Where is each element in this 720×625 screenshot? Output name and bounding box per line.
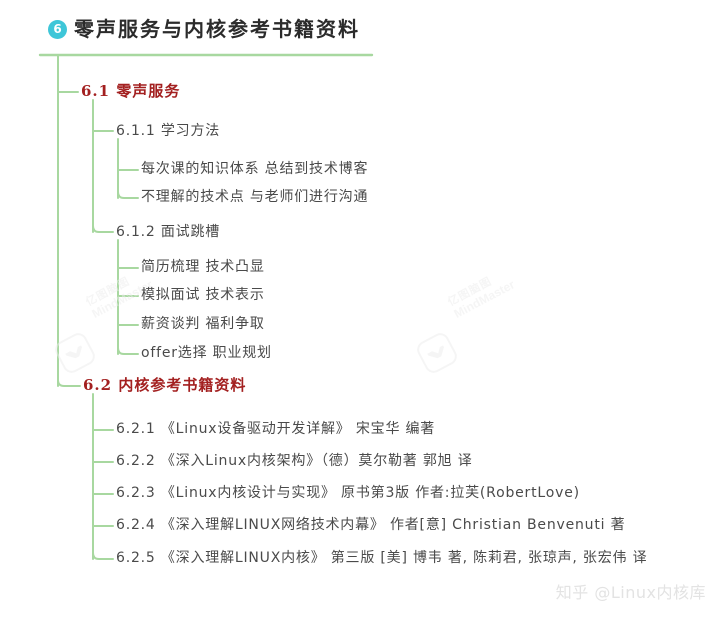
node-book-6-2-5[interactable]: 6.2.5 《深入理解LINUX内核》 第三版 [美] 博韦 著, 陈莉君, 张…	[116, 550, 648, 566]
root-badge: 6	[48, 19, 67, 39]
node-book-6-2-1[interactable]: 6.2.1 《Linux设备驱动开发详解》 宋宝华 编著	[116, 421, 436, 437]
node-leaf-6-1-1-1[interactable]: 每次课的知识体系 总结到技术博客	[141, 161, 369, 177]
node-leaf-6-1-1-2[interactable]: 不理解的技术点 与老师们进行沟通	[141, 189, 369, 205]
watermark-zhihu: 知乎 @Linux内核库	[555, 583, 706, 602]
watermark-line-1: 亿图脑图	[446, 275, 495, 309]
node-book-6-2-3[interactable]: 6.2.3 《Linux内核设计与实现》 原书第3版 作者:拉芙(RobertL…	[116, 485, 580, 501]
watermark-line-1: 亿图脑图	[84, 275, 133, 309]
node-leaf-6-1-2-4[interactable]: offer选择 职业规划	[141, 345, 272, 361]
node-book-6-2-4[interactable]: 6.2.4 《深入理解LINUX网络技术内幕》 作者[意] Christian …	[116, 517, 626, 533]
watermark-line-2: MindMaster	[451, 276, 517, 321]
node-leaf-6-1-2-1[interactable]: 简历梳理 技术凸显	[141, 259, 265, 275]
root-label: 零声服务与内核参考书籍资料	[74, 17, 360, 41]
watermark-mindmaster-right: 亿图脑图 MindMaster	[414, 275, 540, 376]
mindmaster-logo-icon	[414, 330, 460, 376]
mindmaster-logo-icon	[52, 330, 98, 376]
node-topic-6-1-1[interactable]: 6.1.1 学习方法	[116, 123, 221, 139]
node-topic-6-1-2[interactable]: 6.1.2 面试跳槽	[116, 224, 221, 240]
mindmaster-watermark-text: 亿图脑图 MindMaster	[446, 267, 517, 322]
node-book-6-2-2[interactable]: 6.2.2 《深入Linux内核架构》（德）莫尔勒著 郭旭 译	[116, 453, 473, 469]
node-root[interactable]: 6 零声服务与内核参考书籍资料	[48, 19, 360, 39]
node-leaf-6-1-2-3[interactable]: 薪资谈判 福利争取	[141, 316, 265, 332]
node-section-6-2[interactable]: 6.2 内核参考书籍资料	[83, 376, 247, 394]
node-leaf-6-1-2-2[interactable]: 模拟面试 技术表示	[141, 287, 265, 303]
node-section-6-1[interactable]: 6.1 零声服务	[81, 82, 181, 100]
